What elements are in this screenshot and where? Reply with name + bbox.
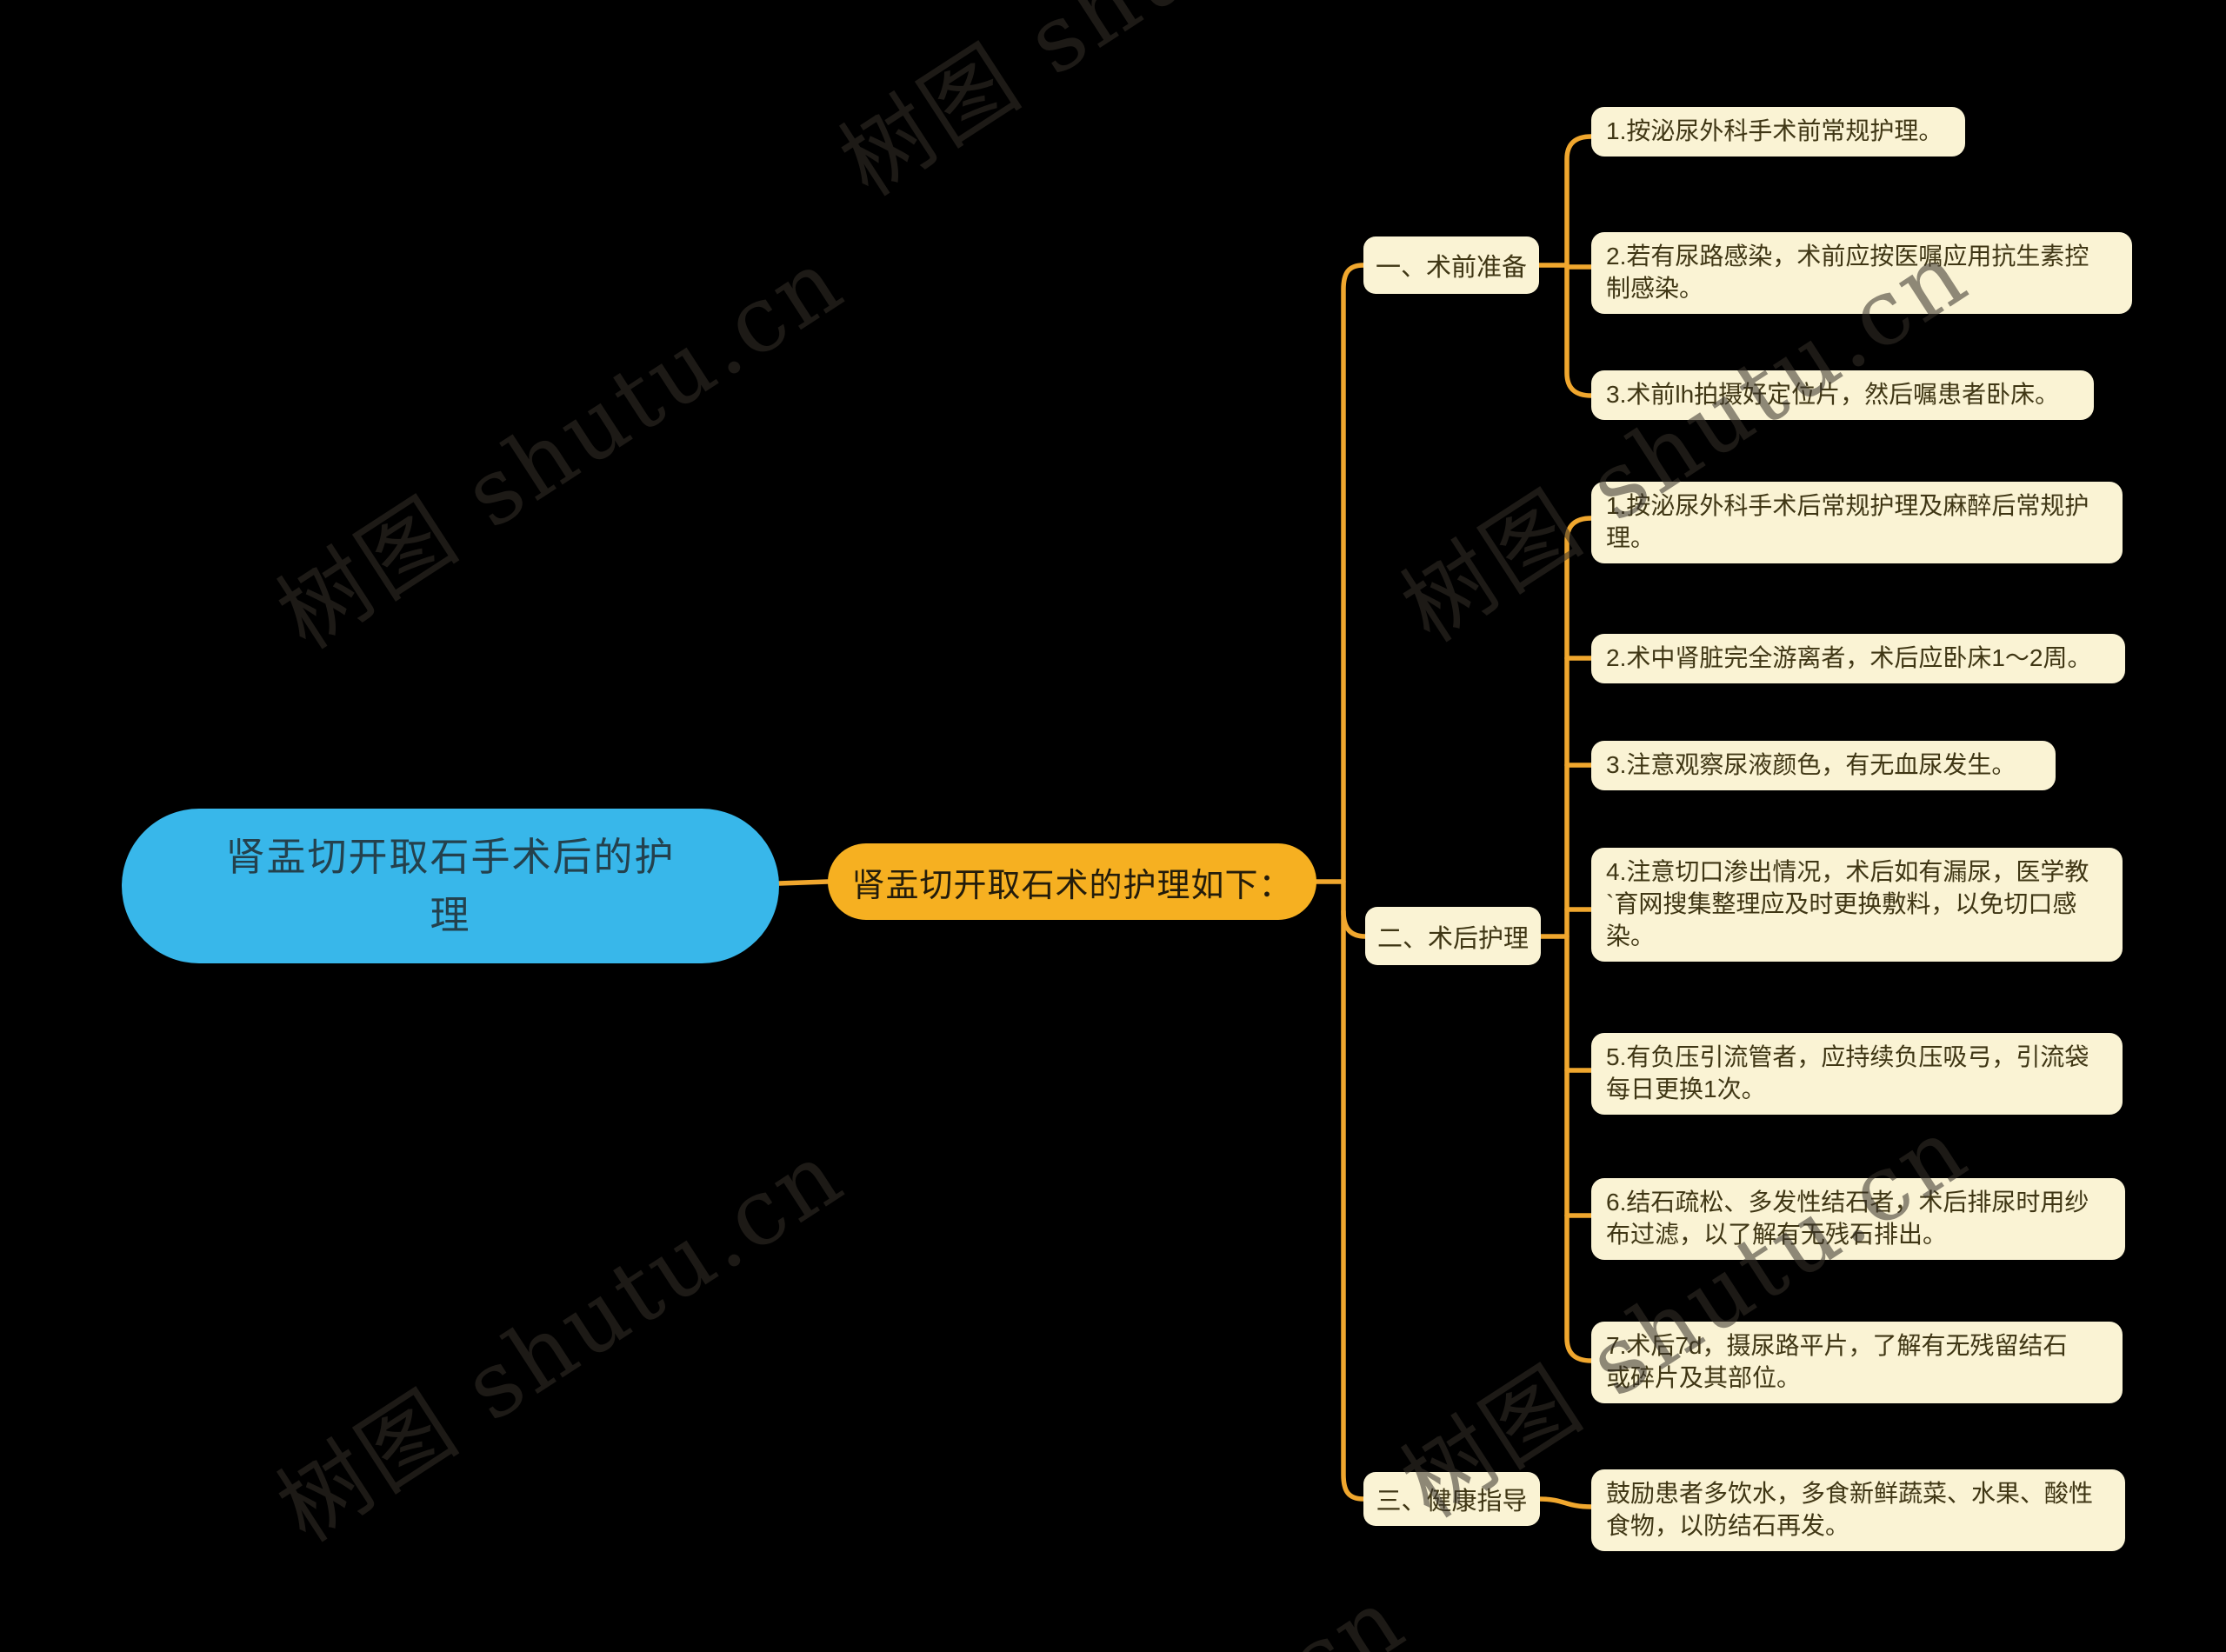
branch-label-preop: 一、术前准备 [1363,236,1539,294]
connector-branch2-trunk [1564,516,1594,1363]
connector-main-trunk [1341,263,1366,1502]
postop-item-3: 3.注意观察尿液颜色，有无血尿发生。 [1591,741,2056,790]
hub-node: 肾盂切开取石术的护理如下： [828,843,1316,920]
postop-item-2: 2.术中肾脏完全游离者，术后应卧床1～2周。 [1591,634,2125,683]
postop-item-7: 7.术后7d，摄尿路平片，了解有无残留结石 或碎片及其部位。 [1591,1322,2123,1403]
connector-branch2-stub [1341,909,1368,939]
postop-item-5: 5.有负压引流管者，应持续负压吸弓，引流袋 每日更换1次。 [1591,1033,2123,1115]
connector-root-hub [776,879,830,886]
preop-item-3: 3.术前lh拍摄好定位片，然后嘱患者卧床。 [1591,370,2094,420]
branch-label-postop: 二、术后护理 [1365,907,1541,965]
connector-branch3-out [1536,1496,1594,1509]
preop-item-1: 1.按泌尿外科手术前常规护理。 [1591,107,1965,157]
health-item-1: 鼓励患者多饮水，多食新鲜蔬菜、水果、酸性 食物，以防结石再发。 [1591,1469,2125,1551]
preop-item-2: 2.若有尿路感染，术前应按医嘱应用抗生素控 制感染。 [1591,232,2132,314]
postop-item-4: 4.注意切口渗出情况，术后如有漏尿，医学教 `育网搜集整理应及时更换敷料，以免切… [1591,848,2123,962]
branch-label-health: 三、健康指导 [1363,1472,1540,1526]
postop-item-1: 1.按泌尿外科手术后常规护理及麻醉后常规护 理。 [1591,482,2123,563]
root-node: 肾盂切开取石手术后的护 理 [122,809,779,963]
postop-item-6: 6.结石疏松、多发性结石者，术后排尿时用纱 布过滤，以了解有无残石排出。 [1591,1178,2125,1260]
